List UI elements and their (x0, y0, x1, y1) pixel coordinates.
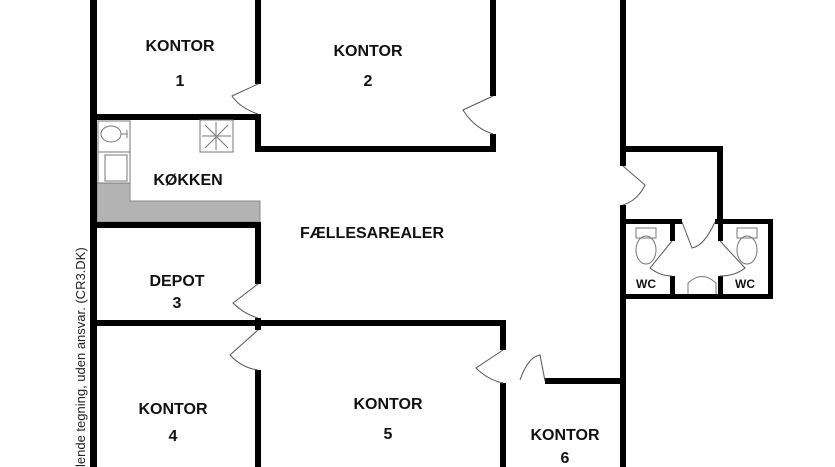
room-label-kontor-4: KONTOR (138, 401, 208, 418)
room-label-common-area: FÆLLESAREALER (300, 225, 444, 242)
room-number-kontor-5: 5 (383, 426, 393, 443)
room-label-wc-right: WC (735, 277, 755, 291)
room-number-kontor-1: 1 (175, 73, 185, 90)
room-number-kontor-6: 6 (560, 450, 570, 467)
room-label-depot: DEPOT (149, 273, 205, 290)
room-label-wc-left: WC (636, 277, 656, 291)
disclaimer-text: lende tegning, uden ansvar. (CR3.DK) (73, 247, 88, 467)
room-label-kontor-1: KONTOR (145, 38, 215, 55)
room-label-kontor-5: KONTOR (353, 396, 423, 413)
room-number-depot: 3 (172, 295, 182, 312)
room-label-kontor-2: KONTOR (333, 43, 403, 60)
room-number-kontor-2: 2 (363, 73, 373, 90)
fixtures (97, 119, 758, 294)
room-label-kitchen: KØKKEN (153, 172, 223, 189)
room-label-kontor-6: KONTOR (530, 427, 600, 444)
room-number-kontor-4: 4 (168, 428, 178, 445)
walls (90, 0, 773, 467)
doors (229, 83, 746, 384)
